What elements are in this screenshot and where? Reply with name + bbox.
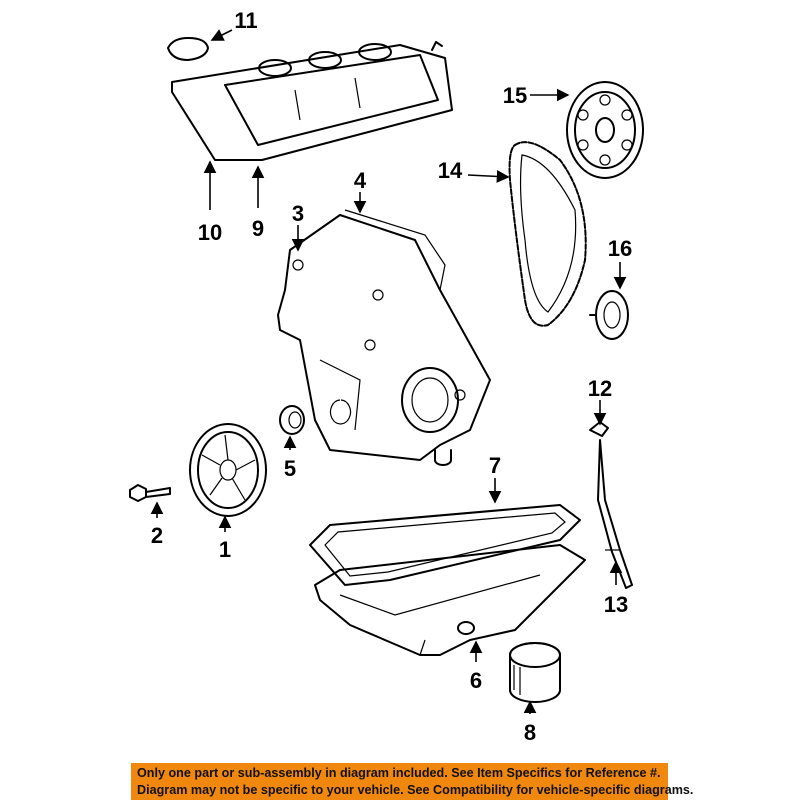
callout-12: 12 xyxy=(588,376,612,401)
pulley-bolt xyxy=(129,484,171,502)
callout-9: 9 xyxy=(252,216,264,241)
callout-13: 13 xyxy=(604,592,628,617)
callout-3: 3 xyxy=(292,201,304,226)
oil-filter xyxy=(509,642,561,703)
callout-11: 11 xyxy=(234,8,257,33)
callout-4: 4 xyxy=(354,168,367,193)
callout-arrows xyxy=(150,29,627,714)
timing-chain xyxy=(508,141,587,327)
callout-16: 16 xyxy=(608,236,632,261)
oil-pan xyxy=(314,544,586,656)
callout-5: 5 xyxy=(284,456,296,481)
disclaimer-line-2: Diagram may not be specific to your vehi… xyxy=(137,783,694,797)
callout-8: 8 xyxy=(524,720,536,745)
disclaimer-line-1: Only one part or sub-assembly in diagram… xyxy=(137,766,661,780)
dipstick-and-tube xyxy=(589,421,633,589)
crankshaft-pulley xyxy=(189,423,267,517)
disclaimer-banner: Only one part or sub-assembly in diagram… xyxy=(131,763,694,800)
callout-6: 6 xyxy=(470,668,482,693)
callout-10: 10 xyxy=(198,220,222,245)
oil-pan-gasket xyxy=(309,504,581,586)
callout-7: 7 xyxy=(489,453,501,478)
callout-2: 2 xyxy=(151,523,163,548)
crankshaft-sprocket xyxy=(589,290,629,340)
valve-cover xyxy=(171,41,453,161)
camshaft-sprocket xyxy=(566,81,644,179)
front-seal xyxy=(279,405,305,435)
callout-14: 14 xyxy=(438,158,463,183)
callout-1: 1 xyxy=(219,537,231,562)
oil-filler-cap xyxy=(167,37,209,61)
timing-cover xyxy=(277,209,491,466)
callout-15: 15 xyxy=(503,83,527,108)
